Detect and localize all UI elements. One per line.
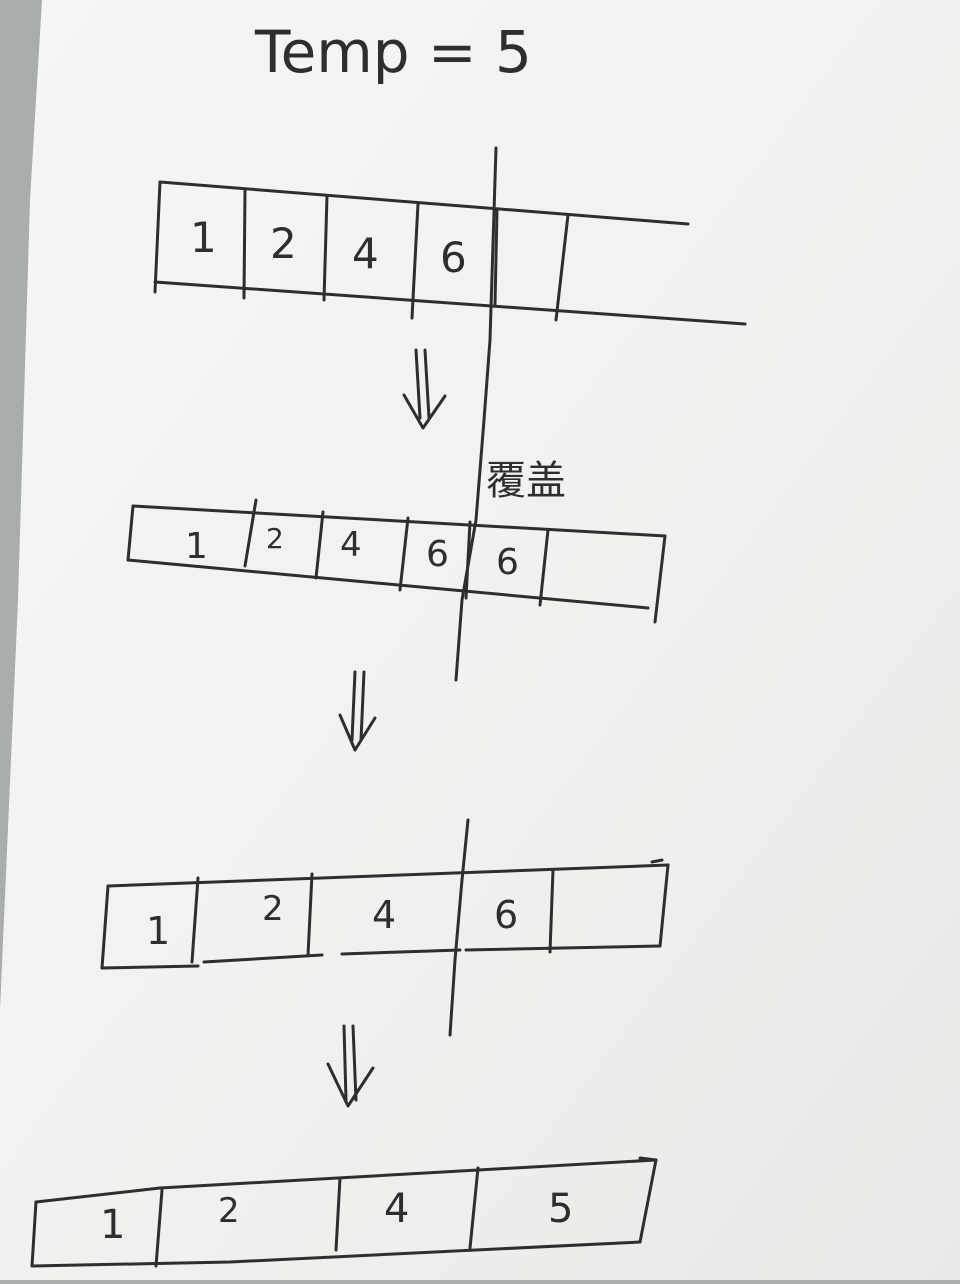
array-3-cell-1: 1 (146, 909, 170, 953)
array-2-cell-2: 2 (266, 522, 284, 555)
temp-header: Temp = 5 (254, 18, 532, 86)
array-4-cell-3: 4 (384, 1186, 409, 1232)
array-1-cell-3: 4 (352, 229, 379, 278)
array-4-cell-1: 1 (100, 1202, 125, 1248)
array-2-cell-4: 6 (426, 534, 449, 575)
array-1-cell-1: 1 (190, 213, 217, 262)
array-1: 1 2 4 6 (153, 180, 747, 326)
overwrite-annotation: 覆盖 (486, 458, 566, 504)
array-2-cell-5: 6 (496, 542, 519, 583)
array-3-cell-3: 4 (372, 893, 396, 937)
array-2-cell-3: 4 (340, 525, 362, 565)
array-1-cell-2: 2 (270, 219, 297, 268)
divider-line-2 (448, 818, 470, 1037)
down-arrow-1 (402, 348, 447, 430)
array-3-cell-4: 6 (494, 893, 518, 937)
array-2: 1 2 4 6 6 (126, 498, 667, 624)
down-arrow-3 (326, 1024, 375, 1108)
array-2-cell-1: 1 (185, 526, 208, 567)
array-4-cell-4: 5 (548, 1186, 573, 1232)
array-4: 1 2 4 5 (30, 1156, 658, 1268)
array-3: 1 2 4 6 (100, 858, 670, 970)
divider-line-1 (454, 146, 498, 682)
array-4-cell-2: 2 (218, 1191, 240, 1231)
down-arrow-2 (338, 670, 377, 752)
array-1-cell-4: 6 (440, 233, 467, 282)
array-3-cell-2: 2 (262, 889, 284, 929)
